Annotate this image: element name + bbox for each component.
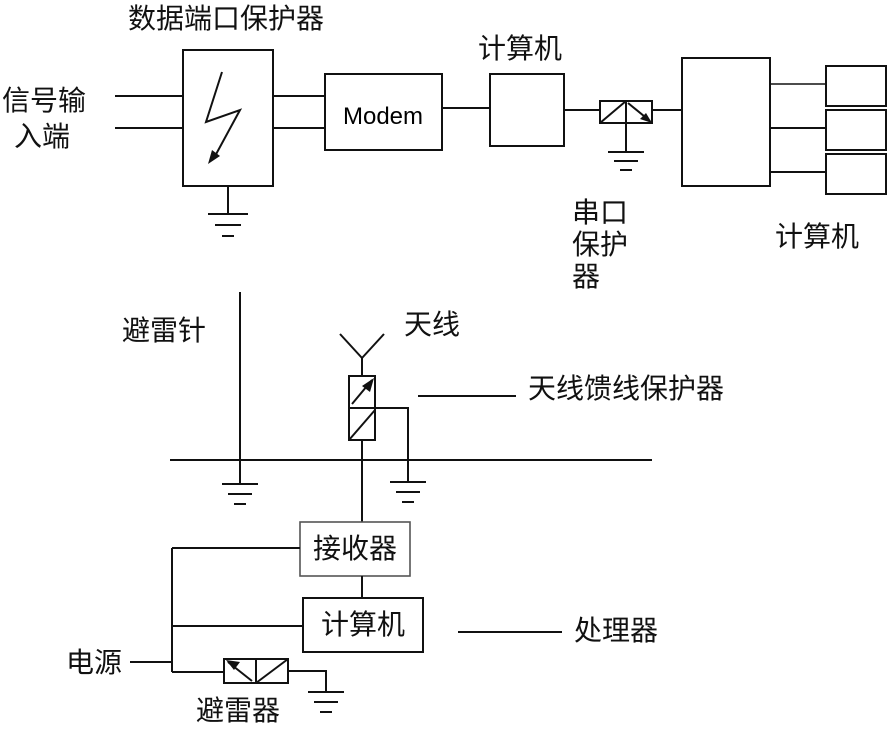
- ground-symbol-lightning-rod: [222, 483, 258, 505]
- signal-input-label-line2: 入端: [14, 120, 70, 153]
- computer-right-1-box: [825, 65, 887, 107]
- serial-protector-label-line3: 器: [572, 260, 600, 293]
- serial-port-protector: [599, 100, 653, 124]
- ground-symbol-data-port: [208, 186, 248, 237]
- serial-protector-label-line1: 串口: [572, 196, 628, 229]
- ground-symbol-serial: [608, 123, 644, 171]
- modem-label: Modem: [343, 103, 423, 130]
- feeder-ground-branch: [375, 407, 409, 482]
- lightning-rod-label: 避雷针: [122, 314, 206, 347]
- power-supply-label: 电源: [66, 646, 122, 679]
- antenna-icon: [339, 333, 385, 376]
- computer-top-box: [489, 73, 565, 147]
- receiver-box: [299, 521, 411, 577]
- arrester-ground-branch: [288, 670, 327, 692]
- serial-protector-label-line2: 保护: [572, 228, 628, 261]
- processor-label: 处理器: [574, 614, 658, 647]
- lightning-bolt-icon: [204, 71, 243, 164]
- hub-box: [681, 57, 771, 187]
- data-port-protector-label: 数据端口保护器: [128, 2, 324, 35]
- computer-right-3-box: [825, 153, 887, 195]
- antenna-label: 天线: [404, 308, 460, 341]
- computer-right-label: 计算机: [775, 220, 859, 253]
- receiver-label: 接收器: [313, 532, 397, 565]
- data-port-protector-box: [182, 49, 274, 187]
- ground-symbol-arrester: [308, 691, 344, 713]
- signal-input-label-line1: 信号输: [2, 84, 86, 117]
- antenna-feeder-protector: [348, 375, 376, 441]
- arrester-component: [223, 658, 289, 684]
- antenna-feeder-protector-label: 天线馈线保护器: [528, 372, 724, 405]
- arrester-label: 避雷器: [196, 694, 280, 727]
- computer-top-label: 计算机: [478, 32, 562, 65]
- computer-right-2-box: [825, 109, 887, 151]
- computer-bottom-label: 计算机: [321, 608, 405, 641]
- ground-symbol-feeder: [390, 481, 426, 503]
- modem-box: [324, 73, 443, 151]
